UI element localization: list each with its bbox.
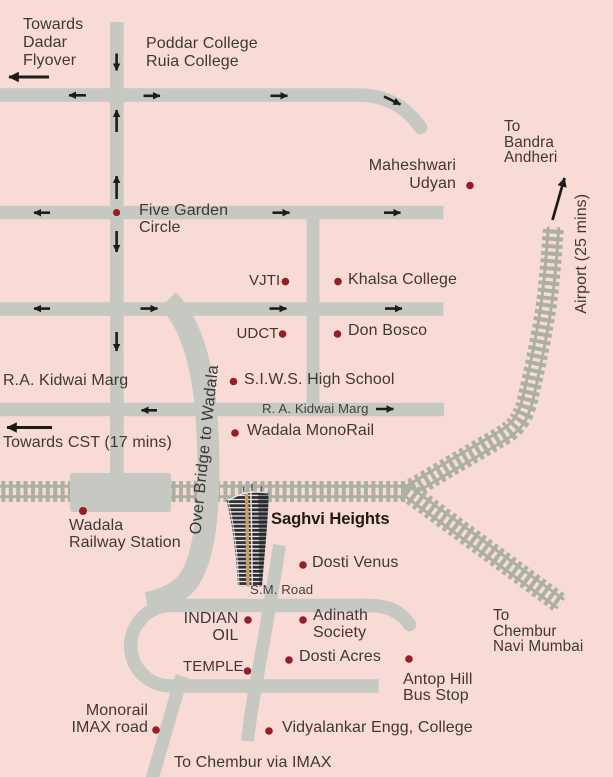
road-sm-arc <box>353 598 417 632</box>
dot-monorail-imax <box>152 726 160 734</box>
dot-temple <box>243 667 252 675</box>
label-dosti-acres: Dosti Acres <box>299 648 382 665</box>
road-top-horizontal <box>0 88 428 135</box>
label-udct: UDCT <box>236 324 279 342</box>
label-ra-kidwai-marg: R.A. Kidwai Marg <box>3 371 129 389</box>
label-temple: TEMPLE <box>183 657 244 675</box>
dot-dosti-venus <box>299 561 307 569</box>
label-wadala-railway-station: Wadala Railway Station <box>69 516 181 552</box>
label-maheshwari-udyan: Maheshwari Udyan <box>368 157 456 192</box>
dot-adinath-society <box>299 616 307 624</box>
label-five-garden-circle: Five Garden Circle <box>139 201 229 237</box>
label-towards-dadar-flyover: Towards Dadar Flyover <box>23 16 84 69</box>
label-sm-road: S.M. Road <box>250 582 314 597</box>
dot-indian-oil <box>244 616 252 624</box>
label-to-chembur-via-imax: To Chembur via IMAX <box>174 754 332 771</box>
label-ra-kidwai-marg-on-road: R. A. Kidwai Marg <box>262 400 369 416</box>
traffic-arrows <box>6 53 567 433</box>
roads <box>0 22 444 777</box>
label-poddar-ruia-college: Poddar College Ruia College <box>146 35 258 70</box>
railway-branch-airport <box>400 226 564 502</box>
arrow-road-a-curve <box>383 95 402 106</box>
label-to-chembur-navi-mumbai: To Chembur Navi Mumbai <box>493 607 584 655</box>
dot-vjti <box>281 277 290 286</box>
label-siws-high-school: S.I.W.S. High School <box>244 370 395 388</box>
dot-udct <box>278 330 287 338</box>
label-dosti-venus: Dosti Venus <box>312 553 399 571</box>
arrow-to-bandra <box>551 177 567 221</box>
label-saghvi-heights: Saghvi Heights <box>271 508 390 528</box>
dot-wadala-station <box>79 507 87 515</box>
dot-khalsa-college <box>334 277 342 286</box>
dot-siws <box>229 377 238 386</box>
label-wadala-monorail: Wadala MonoRail <box>247 421 375 439</box>
dot-wadala-monorail <box>231 429 239 437</box>
wadala-station-box <box>70 473 171 512</box>
label-don-bosco: Don Bosco <box>348 322 428 339</box>
railway-branch-chembur <box>399 482 568 613</box>
label-vjti: VJTI <box>249 272 281 289</box>
dot-five-garden-circle <box>113 209 121 217</box>
label-antop-hill-bus-stop: Antop Hill Bus Stop <box>403 671 473 704</box>
dot-antop-hill <box>405 655 413 663</box>
label-airport: Airport (25 mins) <box>572 193 590 314</box>
dot-don-bosco <box>333 330 342 338</box>
dot-vidyalankar <box>265 727 273 735</box>
label-khalsa-college: Khalsa College <box>348 270 458 288</box>
road-over-bridge <box>144 292 220 614</box>
dot-maheshwari-udyan <box>466 181 474 190</box>
dot-dosti-acres <box>285 656 293 664</box>
label-vidyalankar-college: Vidyalankar Engg, College <box>282 719 473 736</box>
label-adinath-society: Adinath Society <box>313 606 368 642</box>
road-to-chembur-imax <box>241 544 286 742</box>
tower-antenna <box>242 483 263 493</box>
location-dots <box>79 181 474 735</box>
label-to-bandra-andheri: To Bandra Andheri <box>504 118 558 166</box>
label-indian-oil: INDIAN OIL <box>183 610 239 645</box>
label-towards-cst: Towards CST (17 mins) <box>3 434 172 451</box>
label-monorail-imax-road: Monorail IMAX road <box>71 702 148 736</box>
road-monorail-imax <box>145 674 189 777</box>
road-sm-loop <box>123 598 379 693</box>
saghvi-heights-tower <box>226 483 269 587</box>
